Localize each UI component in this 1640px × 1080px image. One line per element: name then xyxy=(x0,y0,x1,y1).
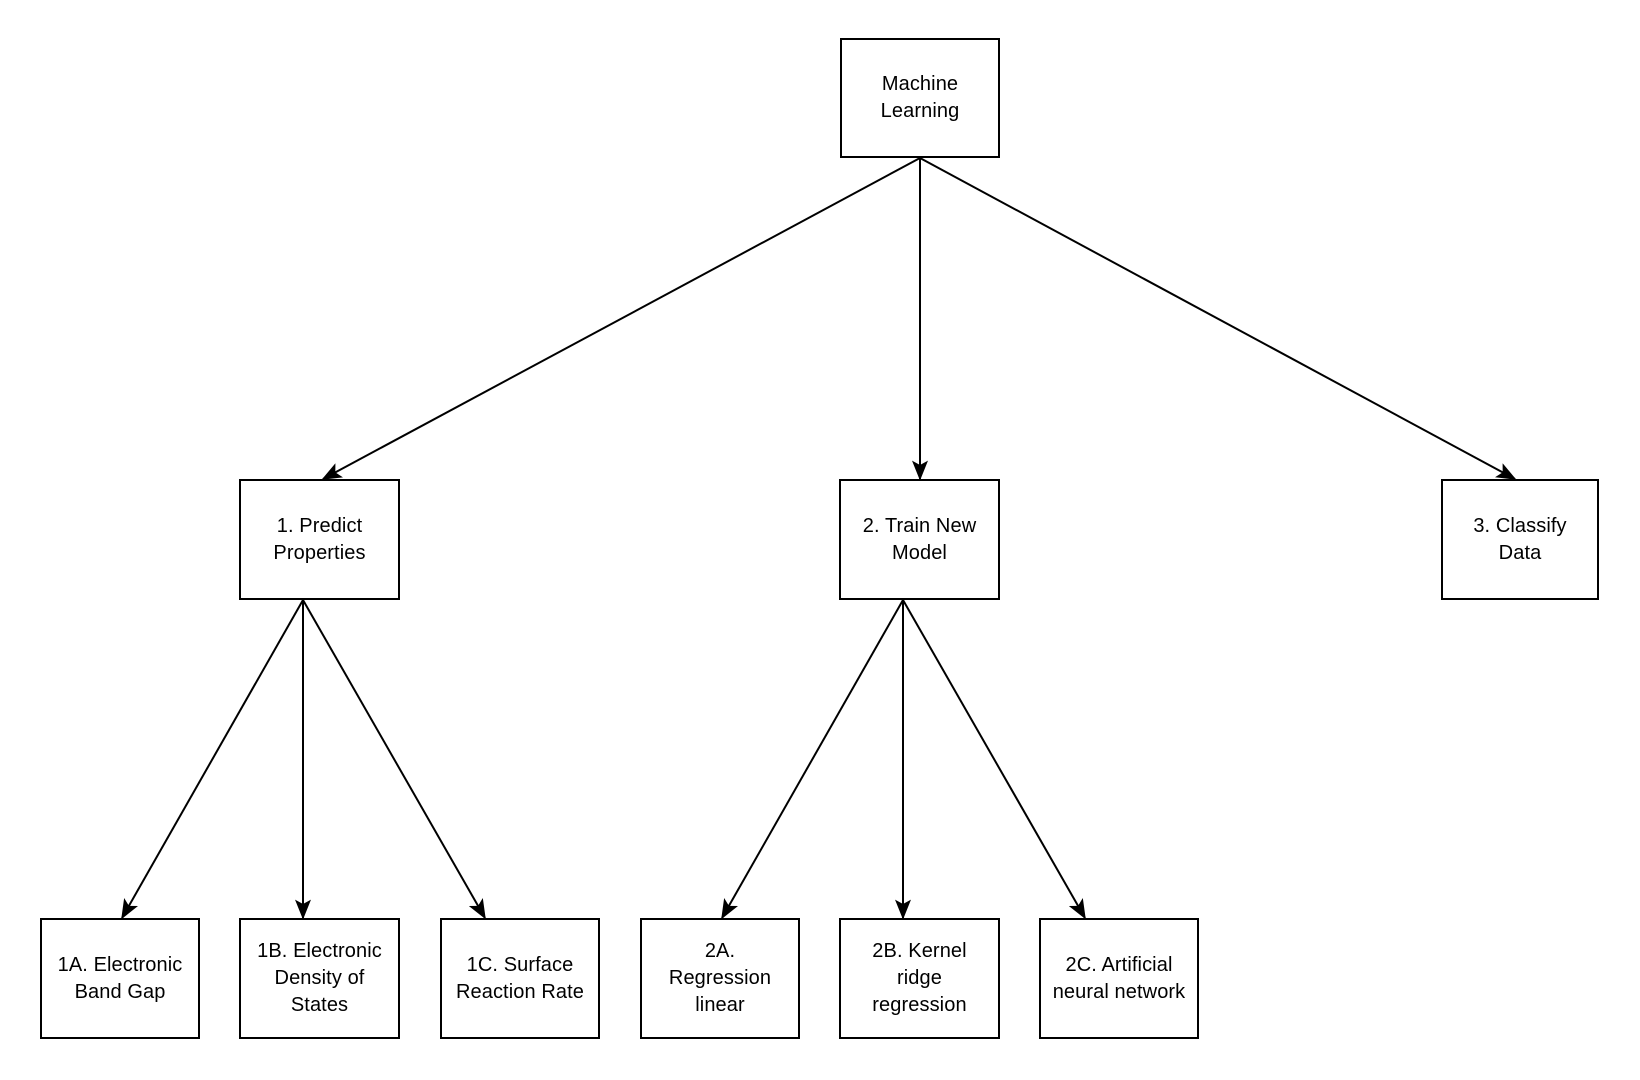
node-label-root: Machine Learning xyxy=(880,73,960,122)
node-label-n1: 1. Predict Properties xyxy=(273,514,366,564)
edge-root-to-n1 xyxy=(321,157,921,480)
node-n1[interactable]: 1. Predict Properties xyxy=(239,479,400,600)
node-label-n2b: 2B. Kernel ridge regression xyxy=(872,940,967,1016)
node-label-n2: 2. Train New Model xyxy=(862,514,977,564)
edge-n2-to-n2c xyxy=(902,599,1086,920)
node-n2[interactable]: 2. Train New Model xyxy=(839,479,1000,600)
node-n1c[interactable]: 1C. Surface Reaction Rate xyxy=(440,918,600,1039)
node-label-n2a: 2A. Regression linear xyxy=(668,940,772,1016)
node-n3[interactable]: 3. Classify Data xyxy=(1441,479,1599,600)
node-n1a[interactable]: 1A. Electronic Band Gap xyxy=(40,918,200,1039)
edge-root-to-n3 xyxy=(919,157,1517,480)
edge-n1-to-n1a xyxy=(121,599,304,920)
edge-n1-to-n1c xyxy=(302,599,486,920)
node-label-n1b: 1B. Electronic Density of States xyxy=(257,940,382,1016)
node-n2a[interactable]: 2A. Regression linear xyxy=(640,918,800,1039)
node-n1b[interactable]: 1B. Electronic Density of States xyxy=(239,918,400,1039)
node-label-n2c: 2C. Artificial neural network xyxy=(1052,953,1186,1003)
edge-n2-to-n2a xyxy=(721,599,904,920)
node-n2b[interactable]: 2B. Kernel ridge regression xyxy=(839,918,1000,1039)
node-n2c[interactable]: 2C. Artificial neural network xyxy=(1039,918,1199,1039)
node-label-n1c: 1C. Surface Reaction Rate xyxy=(455,953,585,1003)
node-label-n1a: 1A. Electronic Band Gap xyxy=(57,953,183,1003)
node-root[interactable]: Machine Learning xyxy=(840,38,1000,158)
node-label-n3: 3. Classify Data xyxy=(1473,514,1567,564)
